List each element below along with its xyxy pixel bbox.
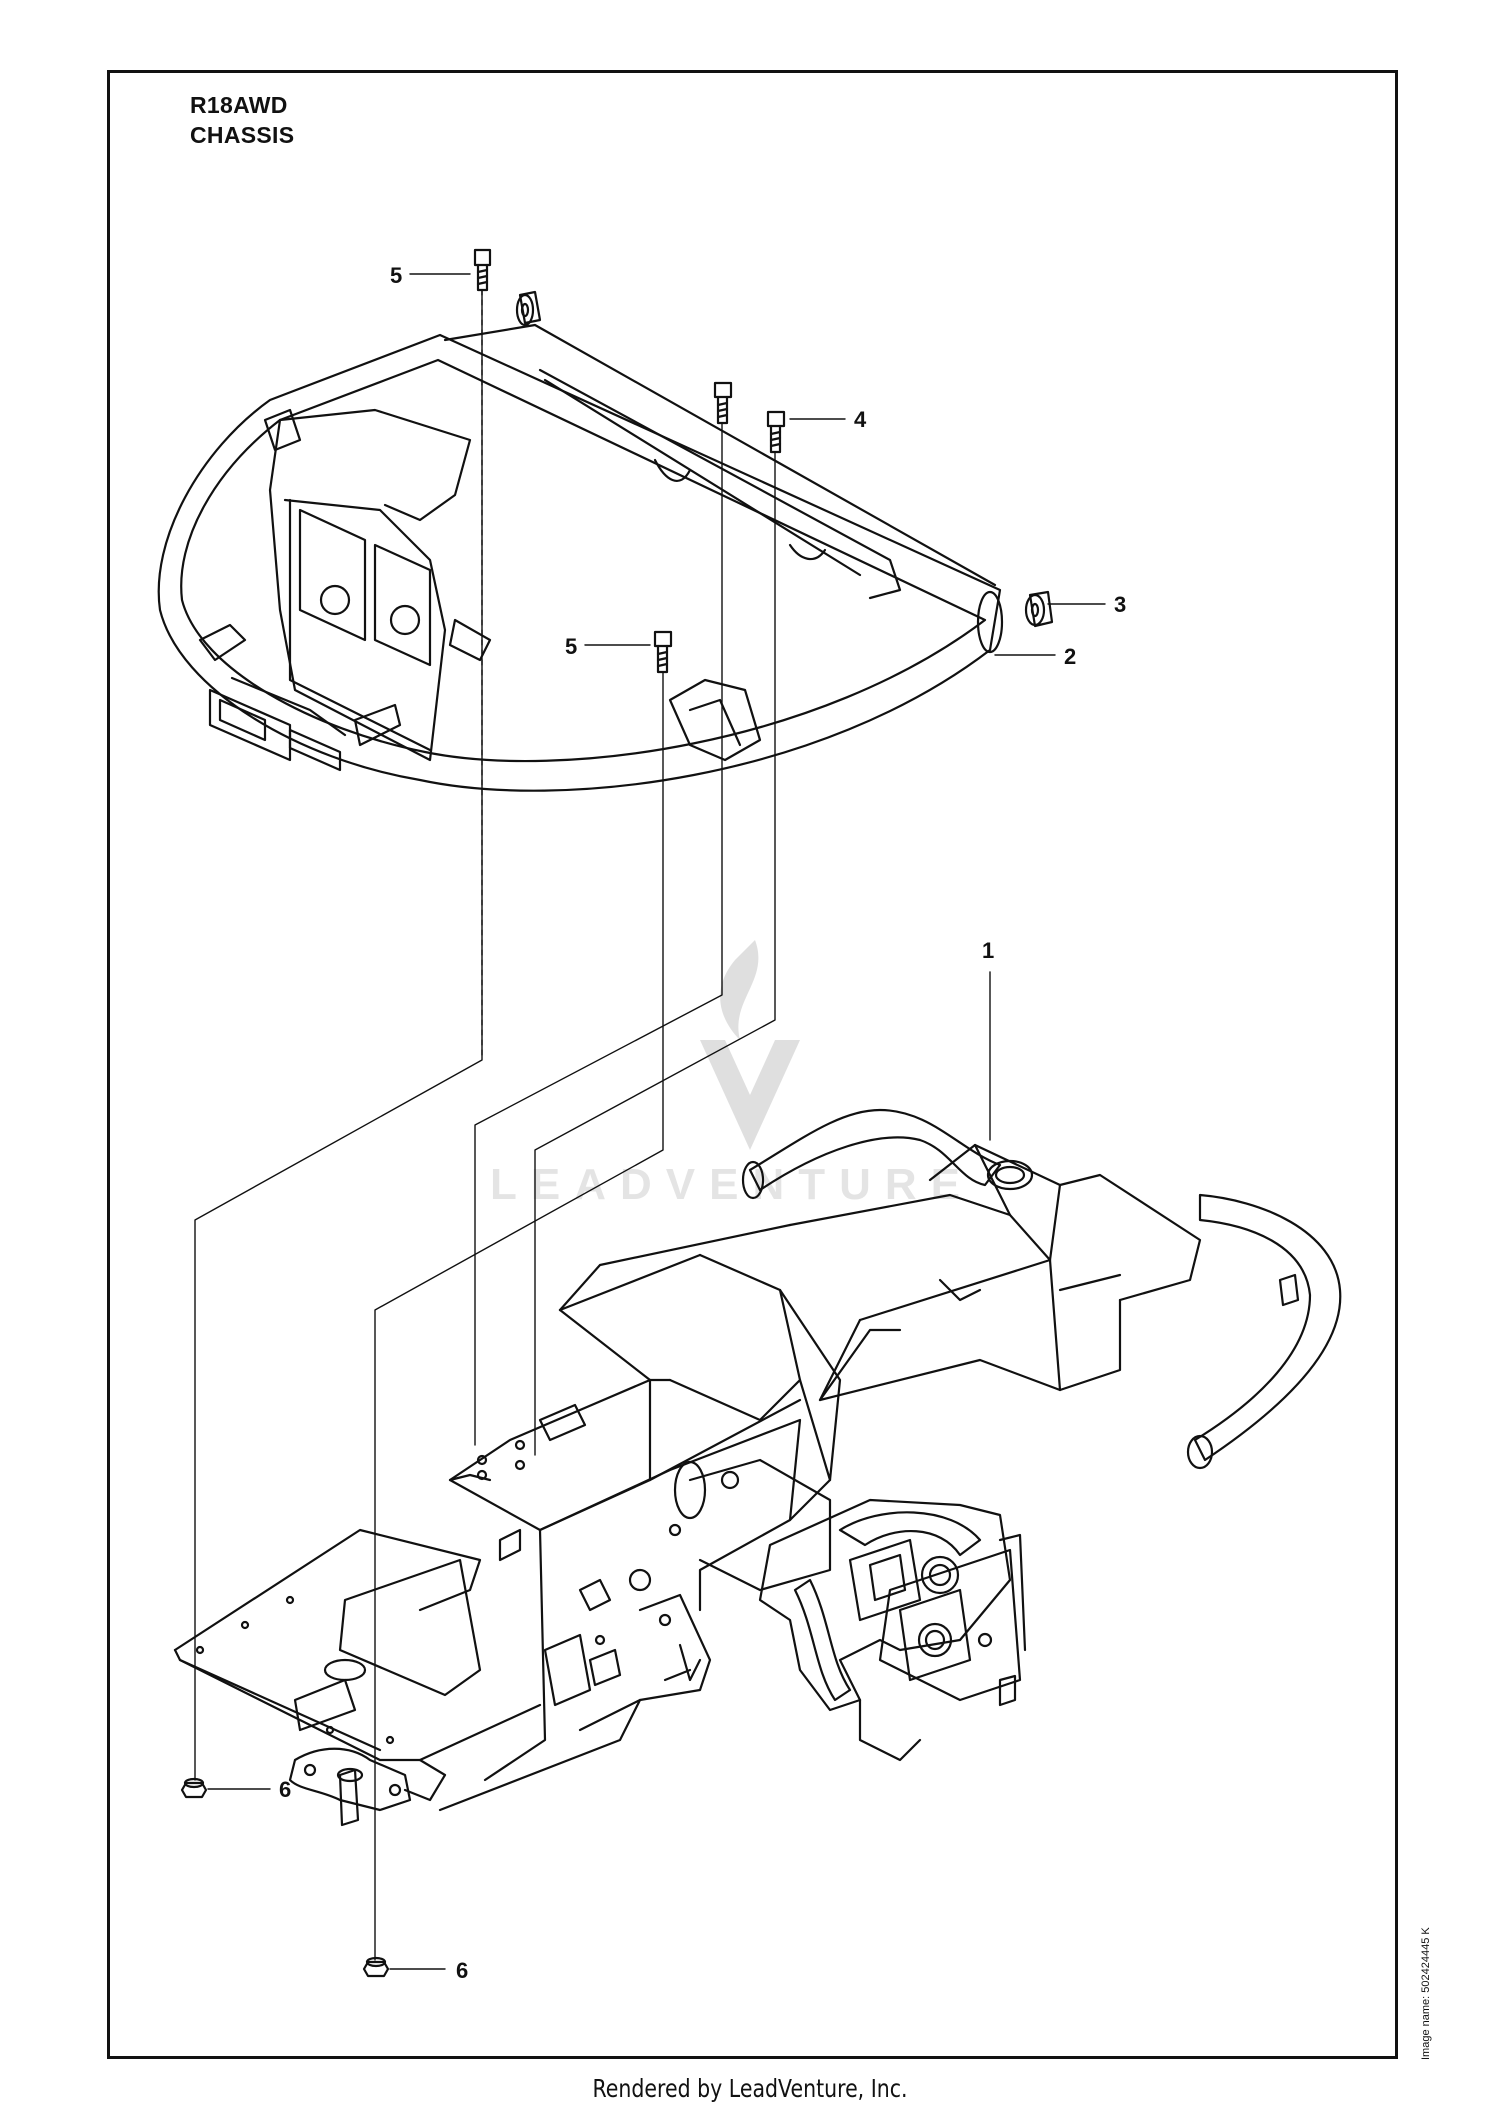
footer-credit: Rendered by LeadVenture, Inc. (592, 2074, 908, 2103)
callout-3: 3 (1114, 592, 1126, 617)
grommet-3 (1024, 590, 1054, 628)
section-title: CHASSIS (190, 122, 295, 148)
bolt-middle (713, 381, 733, 425)
callout-2: 2 (1064, 644, 1076, 669)
main-chassis-frame (173, 1108, 1342, 1827)
diagram-frame (107, 70, 1398, 2059)
model-title: R18AWD (190, 92, 288, 118)
assembly-lines (194, 289, 776, 1961)
callout-5-top: 5 (390, 263, 402, 288)
bumper-frame (157, 323, 1004, 792)
bolt-5-lower (653, 630, 673, 674)
callout-6-left: 6 (279, 1777, 291, 1802)
callout-6-bottom: 6 (456, 1958, 468, 1983)
watermark-text: LEADVENTURE (490, 1160, 975, 1209)
callout-4: 4 (854, 407, 867, 432)
callout-1: 1 (982, 938, 994, 963)
leadventure-logo-watermark (700, 940, 800, 1150)
grommet-top (515, 290, 542, 327)
callout-leaders (207, 273, 1106, 1970)
callout-5-lower: 5 (565, 634, 577, 659)
nut-6-bottom (362, 1956, 390, 1978)
bolt-5-top (473, 248, 492, 292)
image-name-label: Image name: 502424445 K (1420, 1927, 1432, 2060)
bolt-4 (766, 410, 786, 454)
nut-6-left (180, 1777, 208, 1799)
